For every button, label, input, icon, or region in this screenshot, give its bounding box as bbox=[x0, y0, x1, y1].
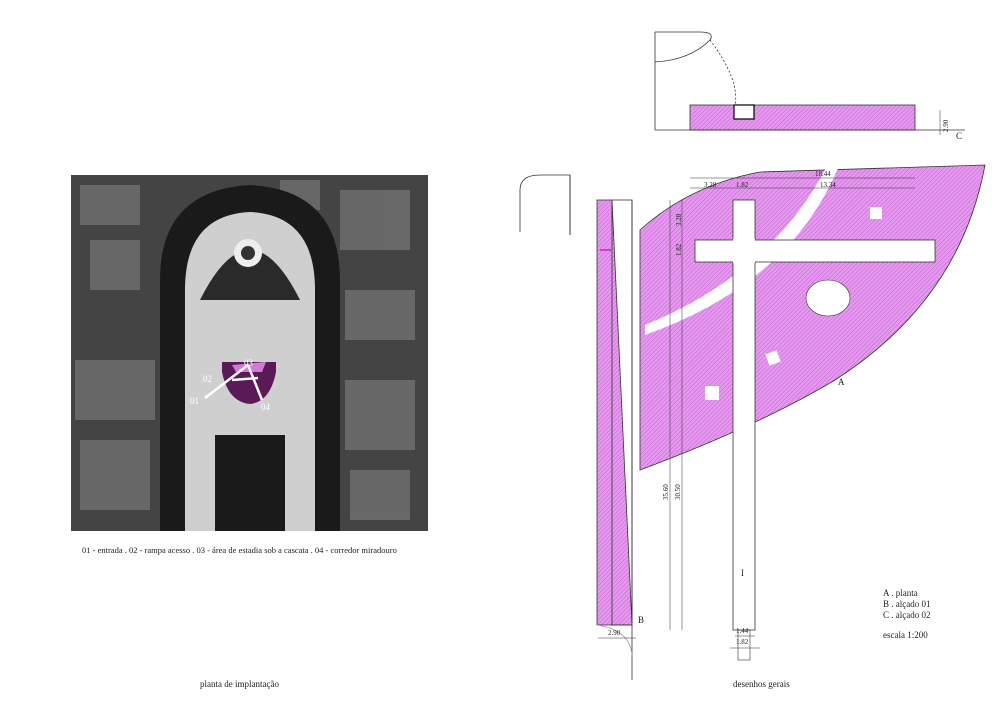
legend-c: C . alçado 02 bbox=[883, 610, 931, 620]
site-plan-caption: 01 - entrada . 02 - rampa acesso . 03 - … bbox=[82, 545, 397, 555]
dim-2-90-b: 2.90 bbox=[608, 629, 621, 637]
dim-1-82-h: 1.82 bbox=[736, 181, 749, 189]
dim-1-82-b: 1.82 bbox=[736, 638, 749, 646]
dim-1-82-v: 1.82 bbox=[675, 243, 683, 256]
dim-3-28-v: 3.28 bbox=[675, 213, 683, 226]
scale-label: escala 1:200 bbox=[883, 630, 928, 640]
label-01: 01 bbox=[190, 396, 199, 406]
site-plan-title: planta de implantação bbox=[200, 679, 279, 689]
marker-a: A bbox=[838, 377, 845, 387]
dim-35-60: 35.60 bbox=[662, 484, 670, 500]
marker-b: B bbox=[638, 615, 645, 625]
plan-a bbox=[598, 110, 986, 661]
dim-1-44: 1.44 bbox=[736, 627, 749, 635]
label-04: 04 bbox=[261, 402, 270, 412]
dim-18-44: 18.44 bbox=[815, 170, 831, 178]
elevation-b bbox=[519, 174, 633, 680]
marker-i: I bbox=[741, 568, 744, 578]
marker-c: C bbox=[956, 131, 963, 141]
label-03: 03 bbox=[244, 358, 253, 368]
dim-3-28-h: 3.28 bbox=[704, 181, 717, 189]
aerial-photo bbox=[71, 175, 428, 531]
dim-13-34: 13.34 bbox=[820, 181, 836, 189]
legend-a: A . planta bbox=[883, 588, 918, 598]
legend: A . planta B . alçado 01 C . alçado 02 e… bbox=[883, 588, 931, 641]
dim-2-90-c: 2.90 bbox=[942, 119, 950, 132]
legend-b: B . alçado 01 bbox=[883, 599, 931, 609]
dim-30-50: 30.50 bbox=[674, 484, 682, 500]
label-02: 02 bbox=[203, 374, 212, 384]
elevation-c bbox=[654, 31, 965, 131]
drawings-title: desenhos gerais bbox=[733, 679, 790, 689]
